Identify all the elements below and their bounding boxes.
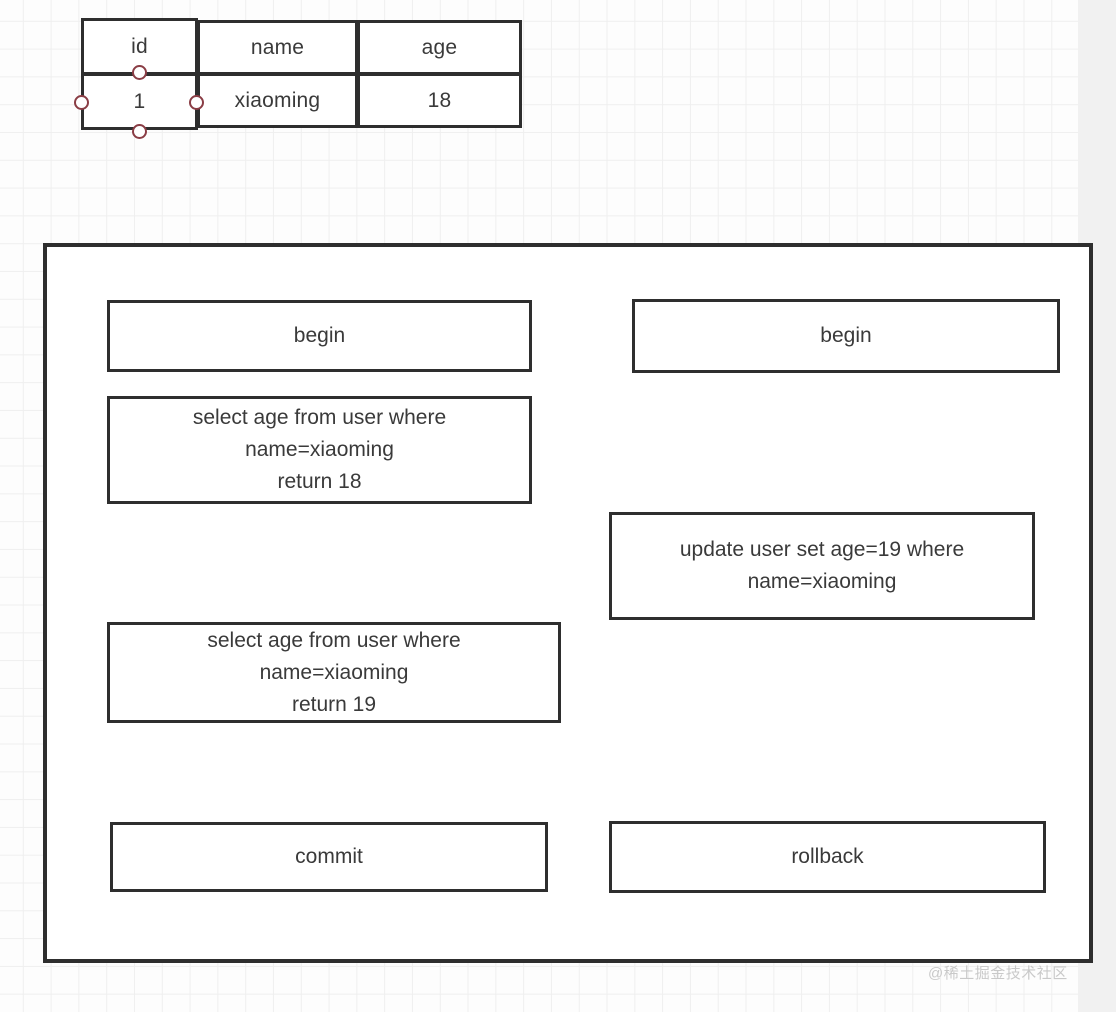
left-txn-select-2-box[interactable]: select age from user where name=xiaoming…	[107, 622, 561, 723]
left-txn-select-1-box[interactable]: select age from user where name=xiaoming…	[107, 396, 532, 504]
table-cell-name: xiaoming	[197, 73, 358, 128]
right-txn-rollback-box[interactable]: rollback	[609, 821, 1046, 893]
table-header-name: name	[197, 20, 358, 75]
left-txn-commit-box[interactable]: commit	[110, 822, 548, 892]
user-table[interactable]: id name age 1 xiaoming 18	[81, 18, 522, 130]
resize-handle-right[interactable]	[189, 95, 204, 110]
resize-handle-bottom[interactable]	[132, 124, 147, 139]
resize-handle-left[interactable]	[74, 95, 89, 110]
right-txn-begin-box[interactable]: begin	[632, 299, 1060, 373]
watermark-text: @稀土掘金技术社区	[928, 965, 1068, 982]
table-header-age: age	[357, 20, 522, 75]
right-txn-update-box[interactable]: update user set age=19 where name=xiaomi…	[609, 512, 1035, 620]
resize-handle-top[interactable]	[132, 65, 147, 80]
left-txn-begin-box[interactable]: begin	[107, 300, 532, 372]
table-cell-age: 18	[357, 73, 522, 128]
table-cell-id: 1	[81, 73, 198, 130]
